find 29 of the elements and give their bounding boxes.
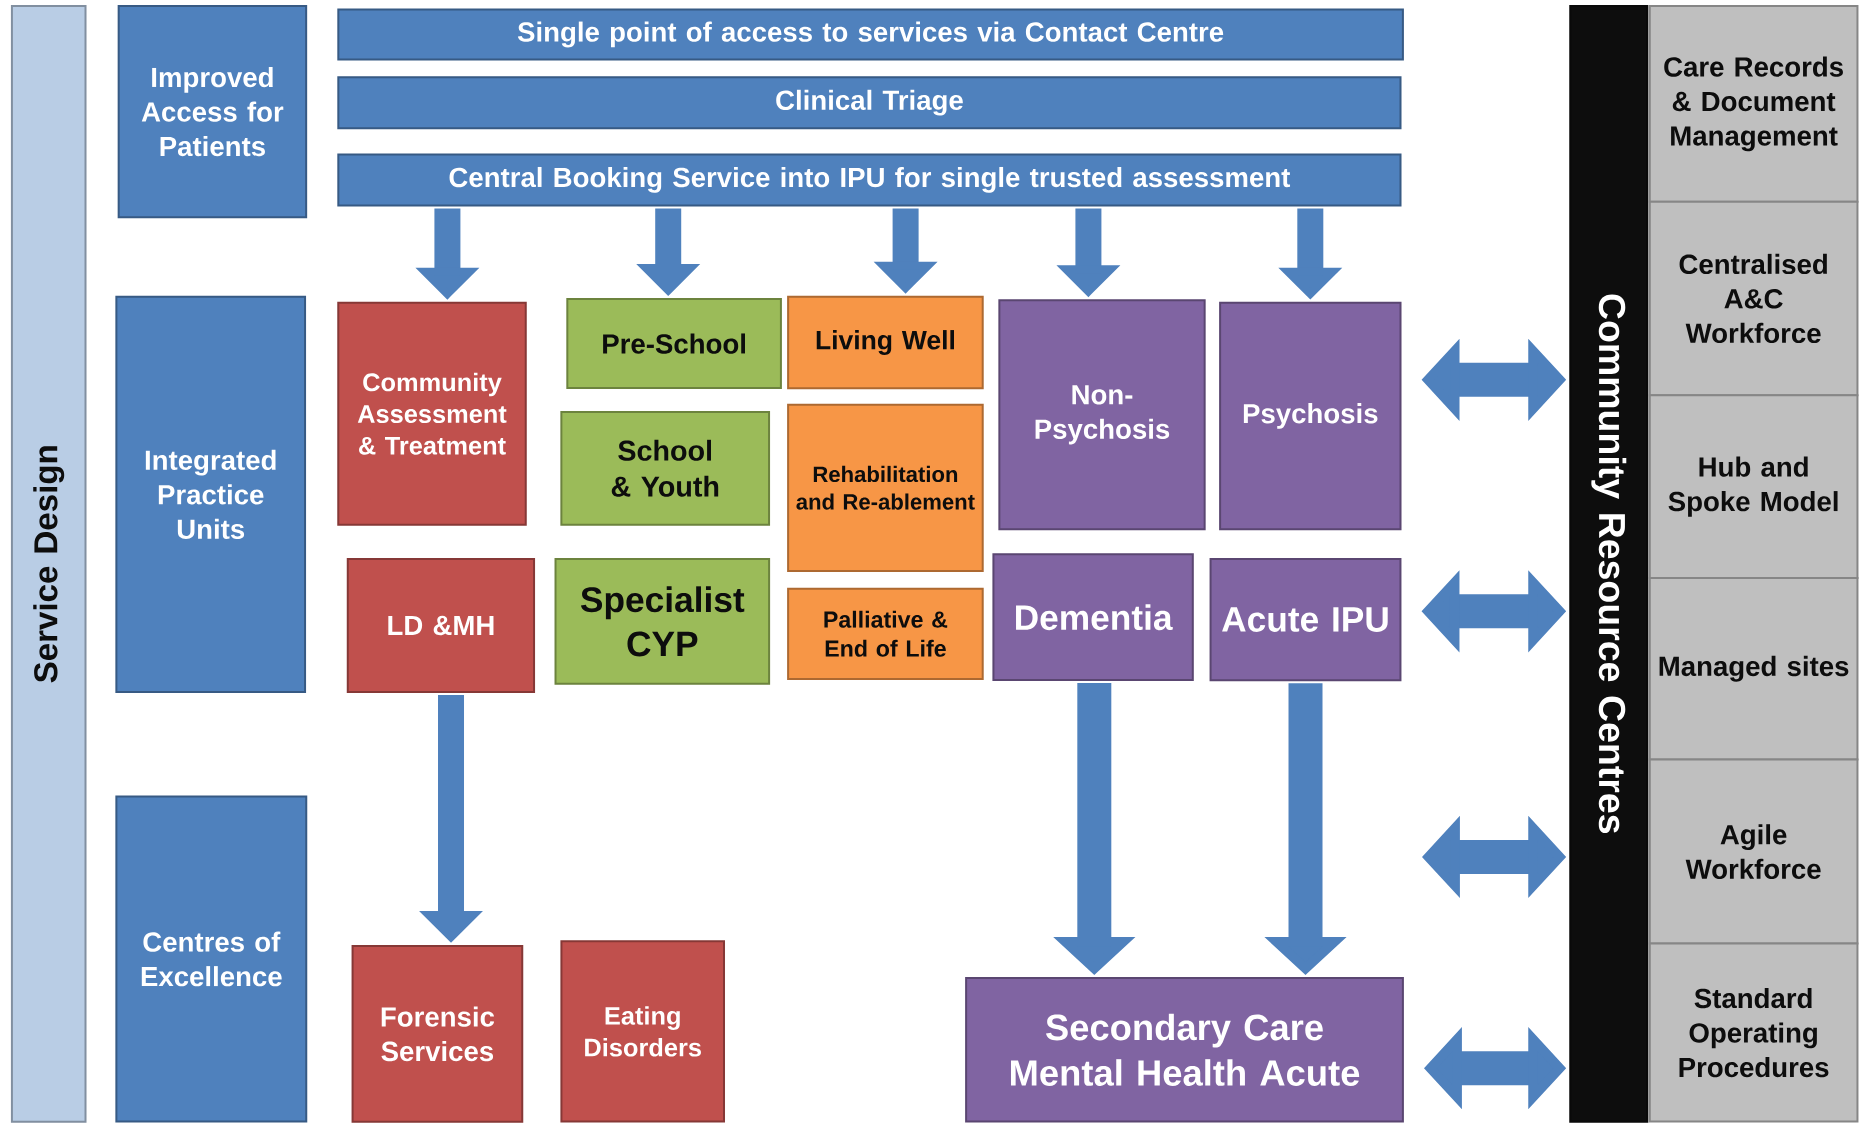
vertical-band: Community Resource Centres: [1569, 4, 1649, 1123]
service-box: Secondary Care Mental Health Acute: [965, 977, 1404, 1123]
service-box: Acute IPU: [1209, 558, 1402, 682]
feature-box: Managed sites: [1648, 577, 1859, 761]
service-box: Non-Psychosis: [998, 299, 1206, 531]
process-bar: Central Booking Service into IPU for single trusted assessment: [337, 153, 1402, 207]
service-box: Forensic Services: [351, 944, 524, 1123]
service-box: Specialist CYP: [554, 558, 771, 685]
feature-box: Agile Workforce: [1648, 758, 1859, 945]
service-box: School & Youth: [560, 410, 771, 526]
feature-box: Centralised A&C Workforce: [1648, 200, 1859, 397]
service-box: Eating Disorders: [560, 940, 725, 1123]
service-box: Psychosis: [1219, 301, 1402, 531]
service-box: LD &MH: [346, 558, 536, 693]
process-bar: Clinical Triage: [337, 76, 1402, 130]
service-box: Rehabilitation and Re-ablement: [787, 403, 984, 572]
feature-box: Hub and Spoke Model: [1648, 394, 1859, 580]
feature-box: Care Records & Document Management: [1648, 5, 1859, 203]
service-box: Dementia: [992, 553, 1194, 682]
feature-box: Standard Operating Procedures: [1648, 942, 1859, 1123]
section-box: Centres of Excellence: [115, 795, 308, 1123]
vertical-band: Service Design: [10, 4, 87, 1123]
section-box: Integrated Practice Units: [115, 295, 307, 693]
service-box: Pre-School: [566, 298, 782, 390]
section-box: Improved Access for Patients: [117, 4, 308, 219]
process-bar: Single point of access to services via Contact Centre: [337, 8, 1404, 61]
service-box: Palliative & End of Life: [787, 587, 984, 680]
service-box: Living Well: [787, 295, 984, 390]
service-box: Community Assessment & Treatment: [337, 301, 527, 526]
